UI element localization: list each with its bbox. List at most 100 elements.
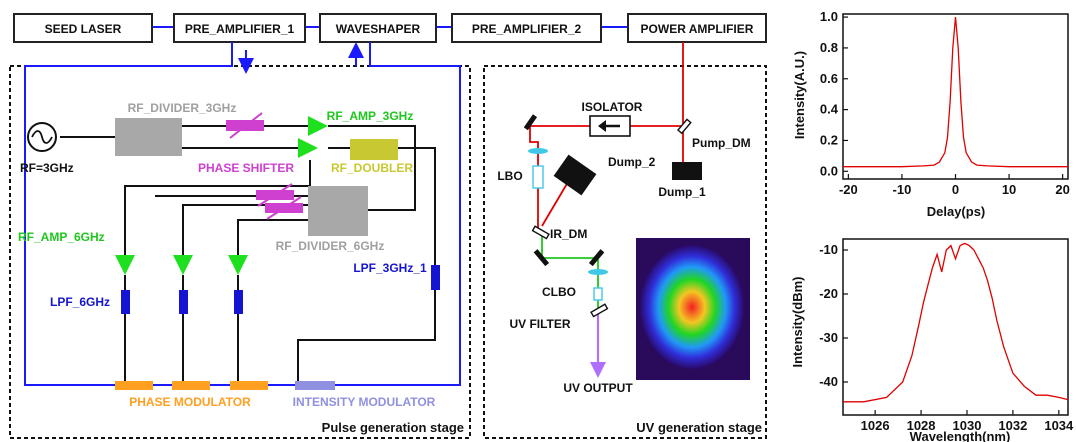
rf-source-label: RF=3GHz [20, 161, 74, 175]
y-tick-label: 0.2 [820, 132, 838, 147]
chart-0-frame [842, 13, 1069, 180]
green-beam-path [541, 232, 599, 308]
pre-amplifier-1-box [173, 13, 306, 43]
y-tick-label: -40 [819, 374, 838, 389]
x-tick-label: 1032 [998, 418, 1027, 433]
seed-laser-label: SEED LASER [45, 22, 122, 36]
phase-shifter-arrow [257, 183, 293, 207]
ir-dichroic-mirror [531, 225, 550, 240]
mirror-icon [533, 249, 550, 267]
rf-amp-6ghz-triangle [173, 255, 193, 275]
spectrum-chart: Intensity(dBm) Wavelength(nm) 1026 1028 10… [790, 238, 1074, 442]
y-tick-label: -10 [819, 242, 838, 257]
isolator-arrow-icon [598, 120, 606, 132]
pulse-stage-label: Pulse generation stage [322, 420, 464, 435]
dump-2-block [553, 154, 597, 196]
y-tick-label: -20 [819, 286, 838, 301]
pump-dm-label: Pump_DM [692, 136, 751, 150]
y-tick-label: 1.0 [820, 9, 838, 24]
uv-stage-frame [483, 65, 767, 439]
phase-shifter-label: PHASE SHIFTER [198, 161, 294, 175]
y-tick-label: 0.6 [820, 71, 838, 86]
x-tick-label: 10 [1002, 182, 1016, 197]
rf-divider-3ghz-label: RF_DIVIDER_3GHz [128, 101, 237, 115]
x-tick-label: 1028 [907, 418, 936, 433]
x-tick-label: -20 [839, 182, 858, 197]
ir-dm-label: IR_DM [550, 227, 587, 241]
chart-1-series-line [843, 242, 1069, 403]
uv-generation-stage: ISOLATOR Pump_DM Dump_1 Dump_2 LBO IR_DM… [483, 42, 767, 439]
x-tick-label: 1026 [861, 418, 890, 433]
y-tick-label: 0.8 [820, 40, 838, 55]
intensity-modulator-block [295, 381, 335, 390]
y-tick-label: 0.0 [820, 163, 838, 178]
chart-0-xlabel: Delay(ps) [927, 204, 986, 219]
power-amplifier-label: POWER AMPLIFIER [641, 22, 754, 36]
phase-shifter-arrow [229, 112, 263, 139]
x-tick-label: 20 [1055, 182, 1069, 197]
pulse-stage-frame [9, 65, 471, 439]
x-tick-label: 1030 [953, 418, 982, 433]
uv-filter-label: UV FILTER [509, 317, 570, 331]
uv-output-arrow-icon [590, 362, 606, 378]
mirror-icon [523, 114, 538, 131]
rf-amp-6ghz-triangle [228, 255, 248, 275]
uv-output-label: UV OUTPUT [563, 381, 633, 395]
lpf-3ghz-1-block [431, 265, 440, 290]
rf-amp-triangle [298, 138, 318, 158]
chart-0-ylabel: Intensity(A.U.) [792, 51, 807, 139]
lpf-6ghz-block [179, 290, 188, 314]
lens-icon [588, 269, 608, 275]
clbo-crystal [593, 287, 603, 301]
uv-filter-element [590, 303, 609, 318]
chart-1-ylabel: Intensity(dBm) [790, 277, 805, 368]
seed-laser-box [13, 13, 153, 43]
pulse-generation-stage: RF=3GHz RF_DIVIDER_3GHz PHASE SHIFTER RF… [9, 42, 471, 439]
phase-modulator-block [230, 381, 268, 390]
phase-shifter-arrow [266, 196, 302, 220]
isolator-label: ISOLATOR [582, 100, 643, 114]
rf-divider-6ghz-label: RF_DIVIDER_6GHz [276, 239, 385, 253]
x-tick-label: -10 [893, 182, 912, 197]
pump-dichroic-mirror [676, 118, 692, 135]
lpf-6ghz-block [234, 290, 243, 314]
autocorrelation-chart: Intensity(A.U.) Delay(ps) -20 -10 0 10 20 0.0… [792, 9, 1070, 219]
rf-amp-6ghz-triangle [115, 255, 135, 275]
lbo-label: LBO [497, 169, 522, 183]
waveshaper-box [319, 13, 437, 43]
x-tick-label: 1034 [1044, 418, 1074, 433]
y-tick-label: -30 [819, 330, 838, 345]
rf-doubler-block [350, 139, 398, 160]
pre-amplifier-2-box [451, 13, 602, 43]
uv-stage-label: UV generation stage [636, 420, 762, 435]
rf-doubler-label: RF_DOUBLER [331, 161, 413, 175]
lbo-crystal [532, 165, 544, 189]
lpf-6ghz-label: LPF_6GHz [50, 295, 110, 309]
rf-divider-3ghz-block [115, 118, 182, 156]
dump-1-block [672, 162, 702, 180]
clbo-label: CLBO [542, 285, 576, 299]
dump-1-label: Dump_1 [658, 185, 706, 199]
chart-1-frame [842, 238, 1069, 416]
beam-spot [640, 245, 744, 369]
pre-amplifier-2-label: PRE_AMPLIFIER_2 [472, 22, 582, 36]
top-chain: SEED LASER PRE_AMPLIFIER_1 WAVESHAPER PR… [13, 13, 767, 43]
dump-2-label: Dump_2 [608, 155, 656, 169]
x-tick-label: 0 [952, 182, 959, 197]
phase-modulator-label: PHASE MODULATOR [129, 395, 251, 409]
chart-1-xlabel: Wavelength(nm) [910, 429, 1011, 442]
intensity-modulator-label: INTENSITY MODULATOR [293, 395, 436, 409]
pre-amplifier-1-label: PRE_AMPLIFIER_1 [185, 22, 295, 36]
rf-amp-6ghz-label: RF_AMP_6GHz [18, 230, 105, 244]
rf-amp-3ghz-triangle [308, 116, 328, 136]
phase-modulator-block [115, 381, 153, 390]
red-beam-to-dump-2 [541, 181, 569, 227]
phase-modulator-block [172, 381, 210, 390]
sine-wave-icon [31, 130, 53, 144]
power-amplifier-box [627, 13, 767, 43]
y-tick-label: 0.4 [820, 102, 839, 117]
chart-0-series-line [843, 17, 1068, 168]
mirror-icon [588, 249, 605, 267]
modulator-fiber-loop [24, 42, 461, 386]
